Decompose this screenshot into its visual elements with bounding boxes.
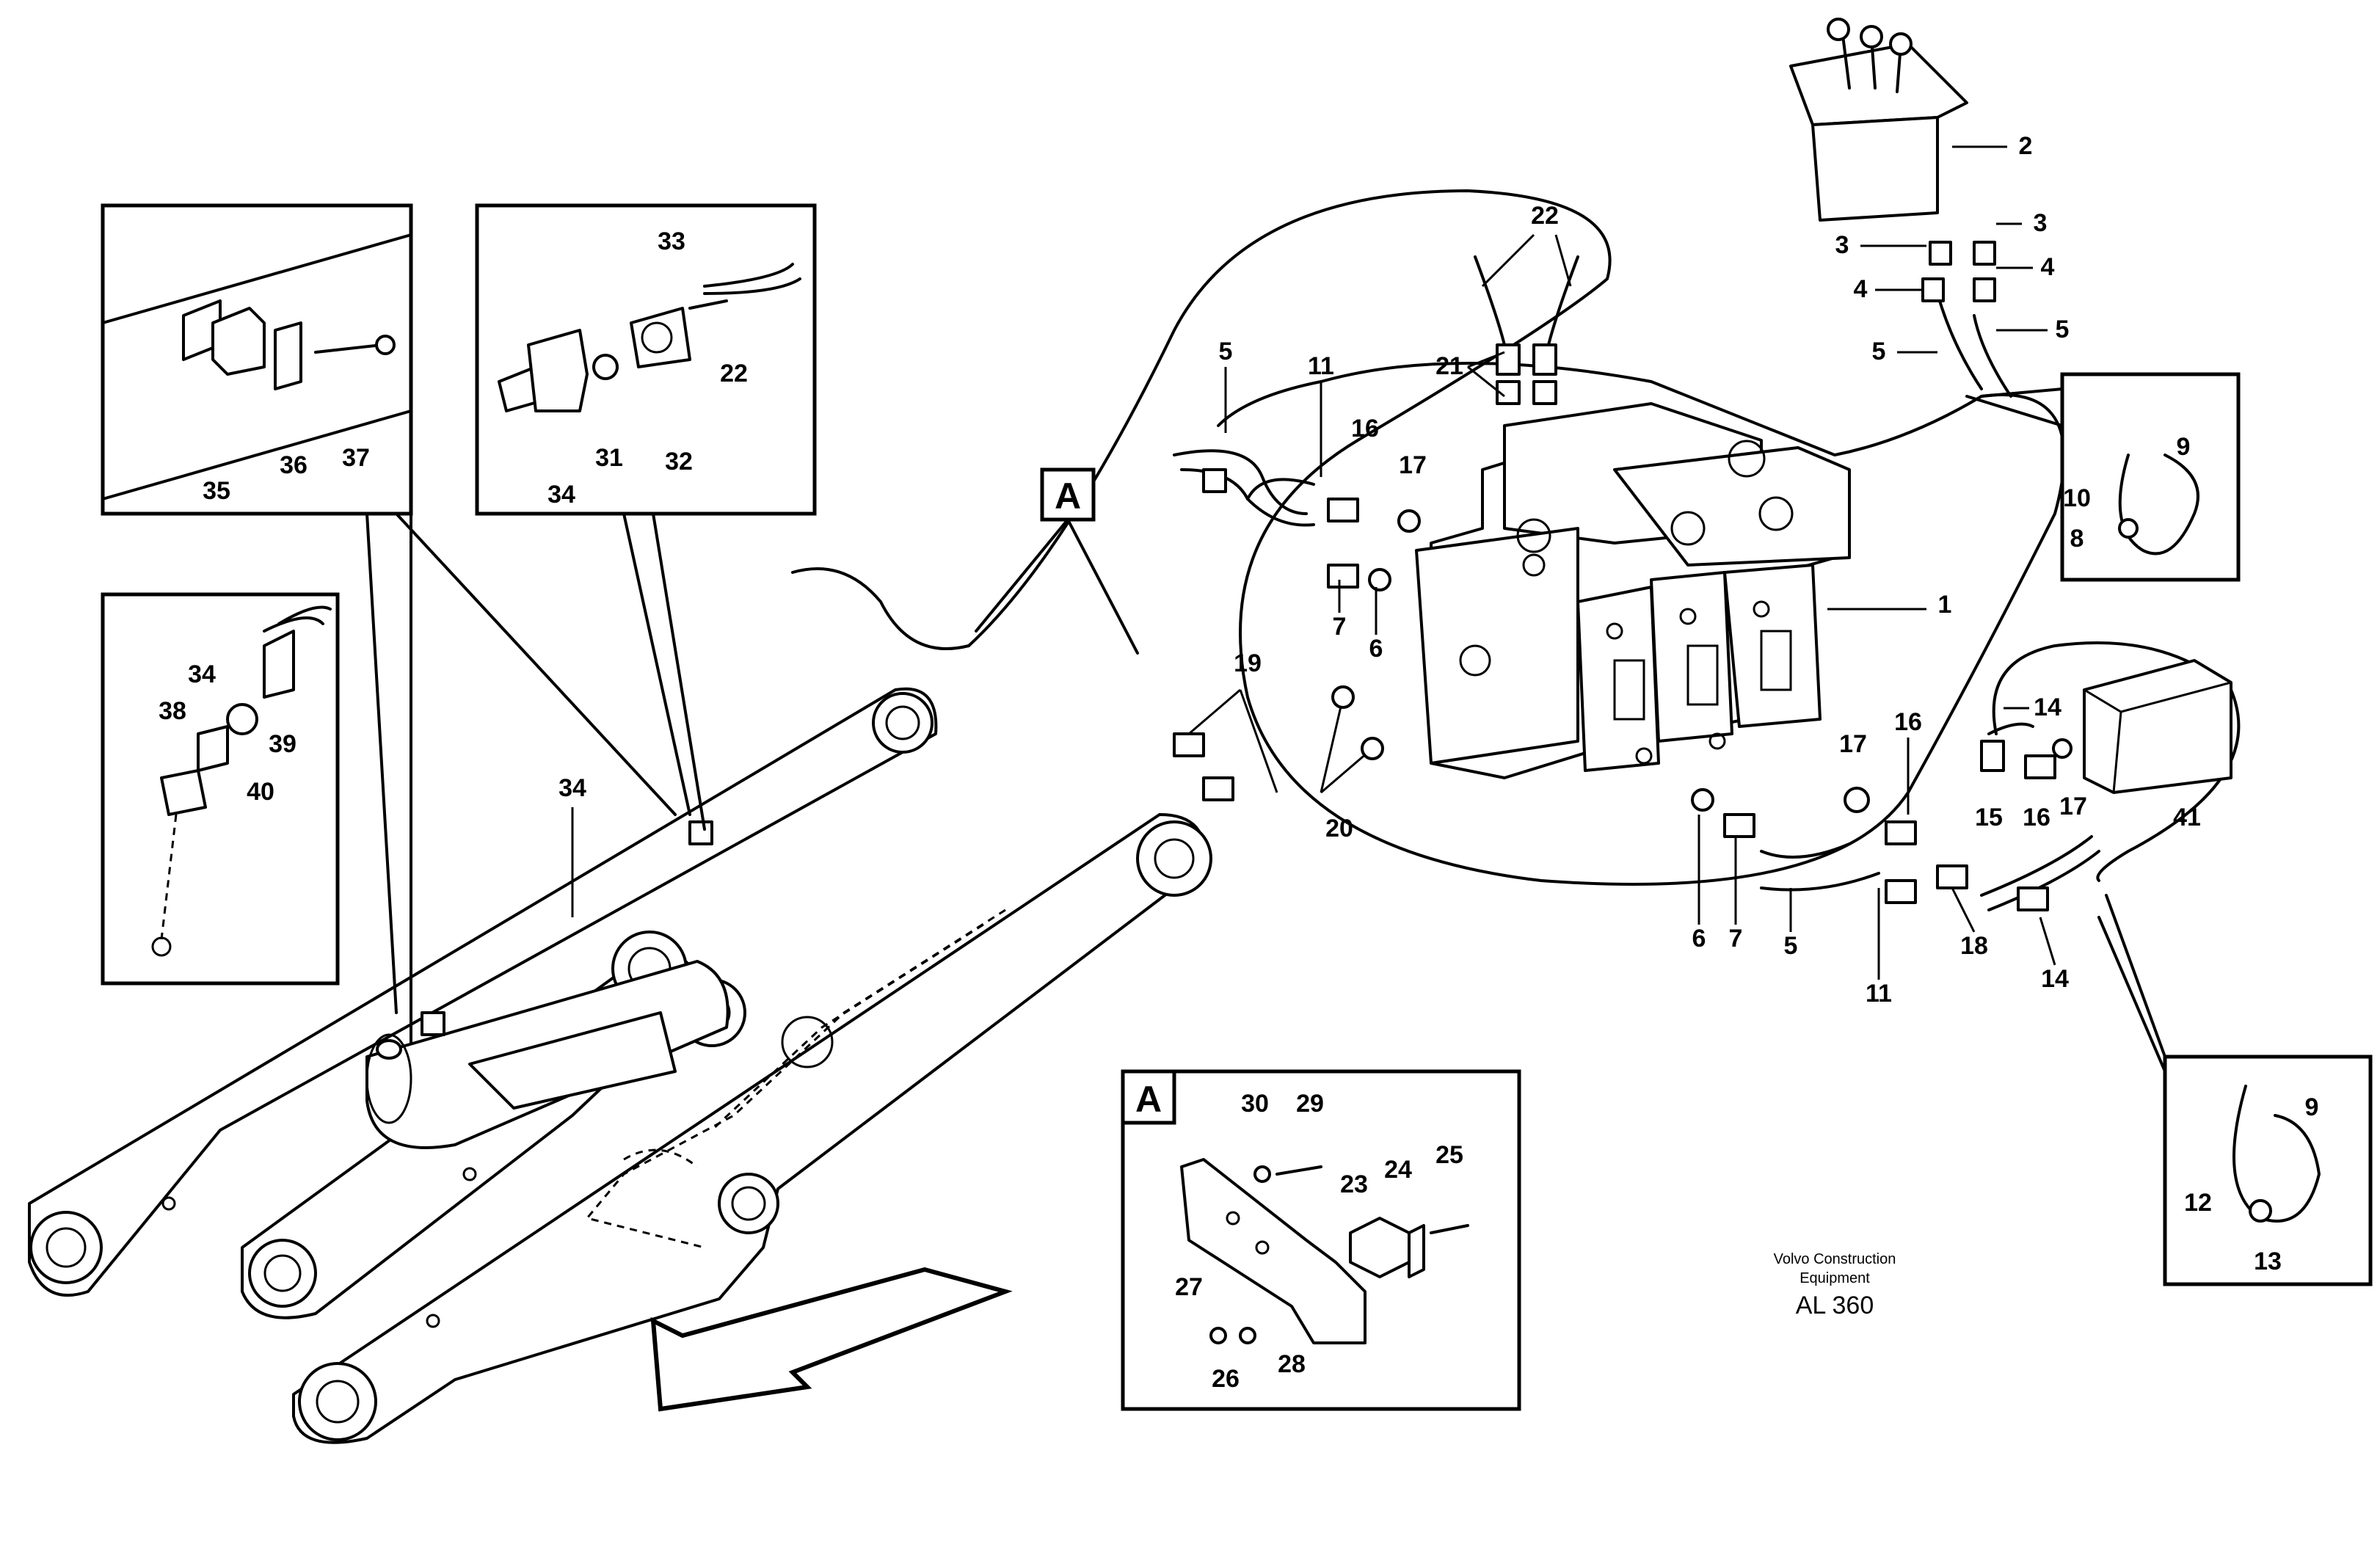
- callout-3a: 3: [1835, 231, 1849, 259]
- manufacturer-credit-line2: Equipment: [1799, 1270, 1870, 1286]
- callout-10: 10: [2063, 484, 2091, 512]
- callout-24: 24: [1384, 1156, 1412, 1184]
- callout-3b: 3: [2034, 209, 2048, 237]
- control-lever-box: [1789, 18, 1968, 222]
- callout-27: 27: [1175, 1273, 1203, 1301]
- component-41: [2083, 659, 2232, 794]
- callout-11a: 11: [1308, 352, 1334, 380]
- fittings: [1173, 241, 2073, 911]
- detail-box-31-34: [475, 203, 817, 831]
- detail-box-a: A: [1121, 1069, 1521, 1411]
- callout-17b: 17: [1839, 730, 1867, 758]
- callout-15: 15: [1975, 804, 2003, 831]
- callout-34c: 34: [558, 774, 586, 802]
- callout-7b: 7: [1729, 925, 1743, 953]
- detail-a-marker: A: [1055, 476, 1081, 517]
- callout-34b: 34: [188, 660, 216, 688]
- callout-5a: 5: [1219, 338, 1233, 365]
- callout-6a: 6: [1369, 635, 1383, 663]
- callout-39: 39: [269, 730, 296, 758]
- callout-5c: 5: [2056, 316, 2070, 343]
- detail-box-38-40: [101, 592, 340, 986]
- callout-16a: 16: [1351, 415, 1379, 443]
- callout-17a: 17: [1399, 451, 1427, 479]
- callout-19: 19: [1234, 649, 1262, 677]
- callout-5b: 5: [1872, 338, 1886, 365]
- callout-17c: 17: [2059, 793, 2087, 820]
- callout-35: 35: [203, 477, 230, 505]
- callout-4a: 4: [1854, 275, 1868, 303]
- detail-box-8-10: [1965, 372, 2241, 582]
- callout-26: 26: [1212, 1365, 1240, 1393]
- callout-29: 29: [1296, 1090, 1324, 1118]
- callout-34a: 34: [547, 481, 575, 509]
- loader-arm-assembly: [28, 687, 1212, 1444]
- callout-23: 23: [1340, 1170, 1368, 1198]
- callout-4b: 4: [2041, 253, 2055, 281]
- callout-22b: 22: [720, 360, 748, 387]
- callout-38: 38: [159, 697, 186, 725]
- callout-12: 12: [2184, 1189, 2212, 1217]
- drawing-reference-code: AL 360: [1796, 1292, 1874, 1319]
- callout-37: 37: [342, 444, 370, 472]
- callout-32: 32: [665, 448, 693, 476]
- forward-direction-arrow: [650, 1267, 1013, 1412]
- callout-20: 20: [1325, 815, 1353, 842]
- detail-box-35-37: [101, 203, 677, 1044]
- callout-2: 2: [2019, 132, 2033, 160]
- callout-31: 31: [595, 444, 623, 472]
- callout-30: 30: [1241, 1090, 1269, 1118]
- callout-11b: 11: [1866, 980, 1892, 1008]
- manufacturer-credit-line1: Volvo Construction: [1774, 1251, 1896, 1267]
- callout-13: 13: [2254, 1248, 2282, 1275]
- callout-21: 21: [1435, 352, 1463, 380]
- detail-box-12-13: [2097, 894, 2373, 1286]
- callout-33: 33: [658, 227, 685, 255]
- callout-8: 8: [2070, 525, 2084, 553]
- callout-18: 18: [1960, 932, 1988, 960]
- callout-9a: 9: [2177, 433, 2191, 461]
- callout-5d: 5: [1784, 932, 1798, 960]
- callout-28: 28: [1278, 1350, 1306, 1378]
- callout-7a: 7: [1333, 613, 1347, 641]
- callout-14b: 14: [2041, 965, 2069, 993]
- callout-14a: 14: [2034, 693, 2061, 721]
- callout-16c: 16: [2023, 804, 2050, 831]
- callout-1: 1: [1938, 591, 1952, 619]
- callout-25: 25: [1435, 1141, 1463, 1169]
- detail-box-a-label: A: [1135, 1079, 1162, 1120]
- callout-36: 36: [280, 451, 307, 479]
- callout-labels: 1 2 3 3 4 4 5 5 5 5 6 6 7 7 8 9 10 11 11…: [159, 132, 2318, 1393]
- callout-6b: 6: [1692, 925, 1706, 953]
- callout-16b: 16: [1894, 708, 1922, 736]
- callout-40: 40: [247, 778, 274, 806]
- callout-22a: 22: [1531, 202, 1559, 230]
- control-valve-assembly: [1415, 402, 1851, 779]
- callout-9b: 9: [2305, 1093, 2319, 1121]
- callout-41: 41: [2173, 804, 2201, 831]
